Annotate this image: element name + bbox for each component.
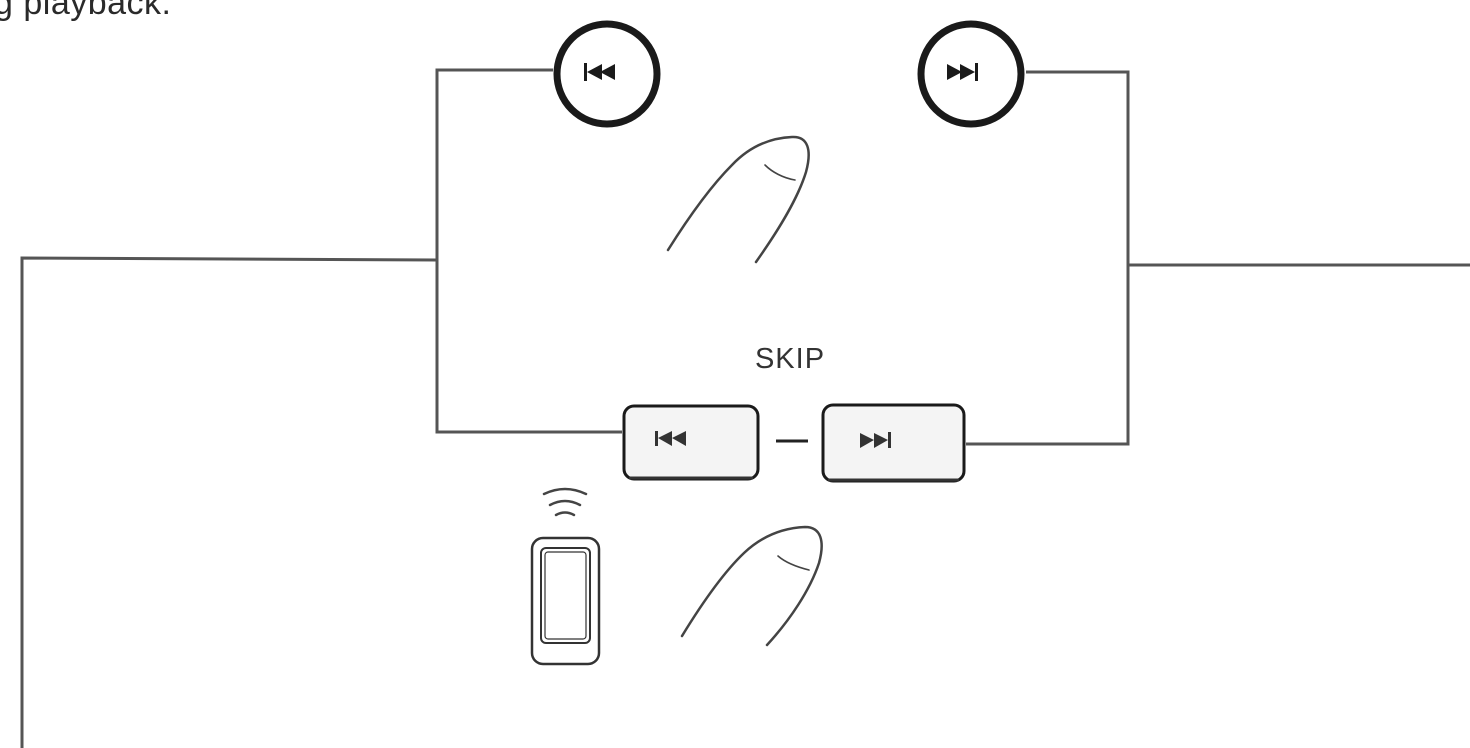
finger-press-icon [668,137,809,262]
left-outer-line [22,258,437,748]
skip-label: SKIP [755,343,825,375]
phone-remote-icon [532,538,599,664]
remote-next-button[interactable] [921,24,1021,124]
remote-previous-button[interactable] [557,24,657,124]
wireless-signal-icon [544,489,586,515]
device-next-key[interactable] [823,405,964,481]
finger-press-icon [682,527,822,645]
device-previous-key[interactable] [624,406,758,479]
right-bracket-line [966,72,1128,444]
